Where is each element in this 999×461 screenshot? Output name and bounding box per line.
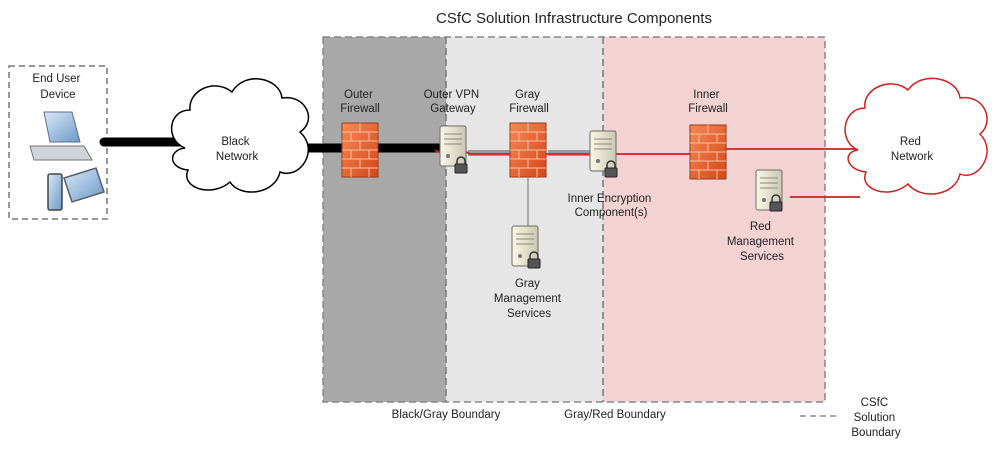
phone-icon: [47, 173, 63, 211]
outer-vpn-gateway-label-line: Gateway: [430, 103, 476, 115]
red-network-cloud: [844, 77, 988, 195]
gray-management-label-line: Services: [507, 308, 551, 320]
red-management-label-line: Services: [740, 251, 784, 263]
end-user-label: End User Device: [32, 73, 83, 101]
red-management-label: Red Management Services: [727, 221, 797, 263]
black-gray-boundary-label: Black/Gray Boundary: [392, 409, 501, 421]
laptop-icon: [29, 111, 93, 161]
outer-firewall-icon: [341, 122, 379, 178]
black-network-label-line: Black: [221, 136, 249, 148]
gray-firewall-label-line: Firewall: [509, 103, 549, 115]
outer-firewall-label: Outer Firewall: [340, 89, 380, 115]
inner-encryption-label: Inner Encryption Component(s): [568, 193, 655, 219]
black-network-label: Black Network: [216, 136, 258, 163]
gray-management-label-line: Management: [494, 293, 562, 305]
gray-zone: [446, 37, 603, 402]
end-user-label-line: Device: [40, 89, 75, 101]
inner-firewall-label-line: Inner: [693, 89, 719, 101]
inner-encryption-label-line: Inner Encryption: [568, 193, 652, 205]
red-management-label-line: Red: [750, 221, 771, 233]
red-management-label-line: Management: [727, 236, 795, 248]
gray-red-boundary-label: Gray/Red Boundary: [564, 409, 666, 421]
outer-firewall-label-line: Firewall: [340, 103, 380, 115]
inner-firewall-label: Inner Firewall: [688, 89, 728, 115]
gray-firewall-icon: [509, 122, 547, 178]
legend-label-line: CSfC: [861, 397, 888, 409]
gray-management-label: Gray Management Services: [494, 278, 564, 320]
inner-firewall-label-line: Firewall: [688, 103, 728, 115]
outer-vpn-gateway-icon: [439, 125, 467, 167]
red-network-label: Red Network: [891, 136, 933, 163]
diagram-title: CSfC Solution Infrastructure Components: [436, 10, 712, 27]
csfc-solution-boundary: [322, 36, 826, 403]
legend-label-line: Boundary: [851, 427, 900, 439]
end-user-label-line: End User: [32, 73, 80, 85]
inner-firewall-icon: [689, 124, 727, 180]
black-network-label-line: Network: [216, 151, 258, 163]
inner-encryption-icon: [589, 130, 617, 172]
outer-firewall-label-line: Outer: [344, 89, 373, 101]
red-network-label-line: Network: [891, 151, 933, 163]
legend-label-line: Solution: [854, 412, 896, 424]
red-zone: [603, 37, 825, 402]
red-network-label-line: Red: [900, 136, 921, 148]
black-network-cloud: [170, 78, 310, 193]
tablet-icon: [63, 167, 105, 203]
inner-encryption-label-line: Component(s): [575, 207, 648, 219]
outer-vpn-gateway-label-line: Outer VPN: [424, 89, 480, 101]
gray-management-label-line: Gray: [515, 278, 540, 290]
legend-label: CSfC Solution Boundary: [851, 397, 900, 439]
gray-firewall-label: Gray Firewall: [509, 89, 549, 115]
black-zone: [323, 37, 446, 402]
gray-firewall-label-line: Gray: [515, 89, 540, 101]
outer-vpn-gateway-label: Outer VPN Gateway: [424, 89, 483, 115]
